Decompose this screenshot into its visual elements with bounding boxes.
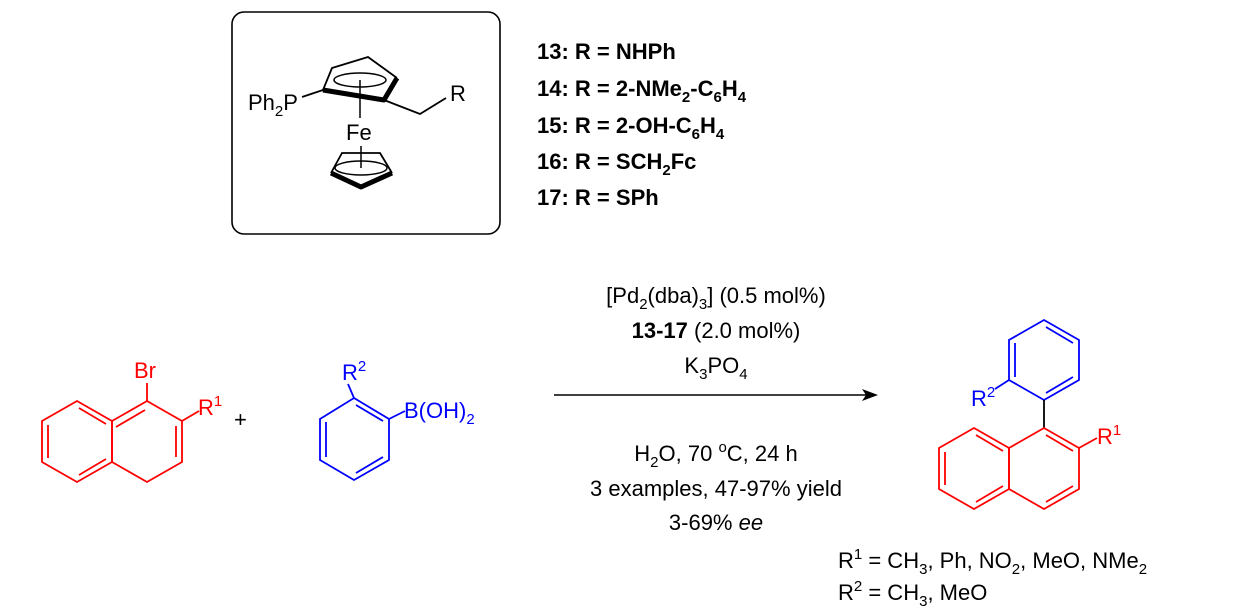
- ligand-condition: 13-17 (2.0 mol%): [632, 318, 801, 343]
- catalyst-condition: [Pd2(dba)3] (0.5 mol%): [606, 283, 826, 313]
- reactant-boronic-acid: [319, 383, 406, 482]
- top-cyclopentadienyl: [322, 56, 400, 118]
- reaction-arrow: [554, 389, 878, 401]
- r1-reactant-label: R1: [198, 393, 222, 420]
- ligand-16: 16: R = SCH2Fc: [537, 149, 696, 179]
- ligand-17: 17: R = SPh: [537, 185, 659, 210]
- ee-summary: 3-69% ee: [669, 510, 763, 535]
- phosphine-bond: [301, 89, 324, 98]
- ligand-14: 14: R = 2-NMe2-C6H4: [537, 76, 747, 106]
- fe-label: Fe: [346, 120, 372, 145]
- ligand-frame: [231, 11, 501, 235]
- r1-definition: R1 = CH3, Ph, NO2, MeO, NMe2: [838, 546, 1147, 578]
- substituent-legend: R1 = CH3, Ph, NO2, MeO, NMe2 R2 = CH3, M…: [838, 546, 1147, 608]
- r2-definition: R2 = CH3, MeO: [838, 578, 987, 608]
- ligand-13: 13: R = NHPh: [537, 39, 676, 64]
- yield-summary: 3 examples, 47-97% yield: [590, 476, 842, 501]
- bottom-cyclopentadienyl: [329, 146, 394, 190]
- solvent-temp-condition: H2O, 70 oC, 24 h: [634, 439, 797, 471]
- boronic-acid-label: B(OH)2: [404, 398, 475, 428]
- r1-product-label: R1: [1097, 422, 1121, 449]
- plus-sign: +: [234, 407, 247, 432]
- reaction-conditions: [Pd2(dba)3] (0.5 mol%) 13-17 (2.0 mol%) …: [590, 283, 842, 535]
- reactant-naphthalene: [41, 383, 200, 484]
- r-label: R: [450, 81, 466, 106]
- ligand-15: 15: R = 2-OH-C6H4: [537, 113, 725, 143]
- base-condition: K3PO4: [684, 353, 747, 383]
- r2-reactant-label: R2: [342, 358, 366, 385]
- product-naphthalene: [938, 426, 1098, 511]
- r2-product-label: R2: [971, 384, 995, 411]
- bromo-label: Br: [134, 358, 156, 383]
- ph2p-label: Ph2P: [248, 90, 298, 120]
- product-phenyl-ring: [994, 318, 1080, 402]
- ligand-box: Ph2P Fe R: [231, 11, 501, 235]
- ligand-list: 13: R = NHPh 14: R = 2-NMe2-C6H4 15: R =…: [537, 39, 747, 210]
- methylene-bond: [383, 97, 447, 116]
